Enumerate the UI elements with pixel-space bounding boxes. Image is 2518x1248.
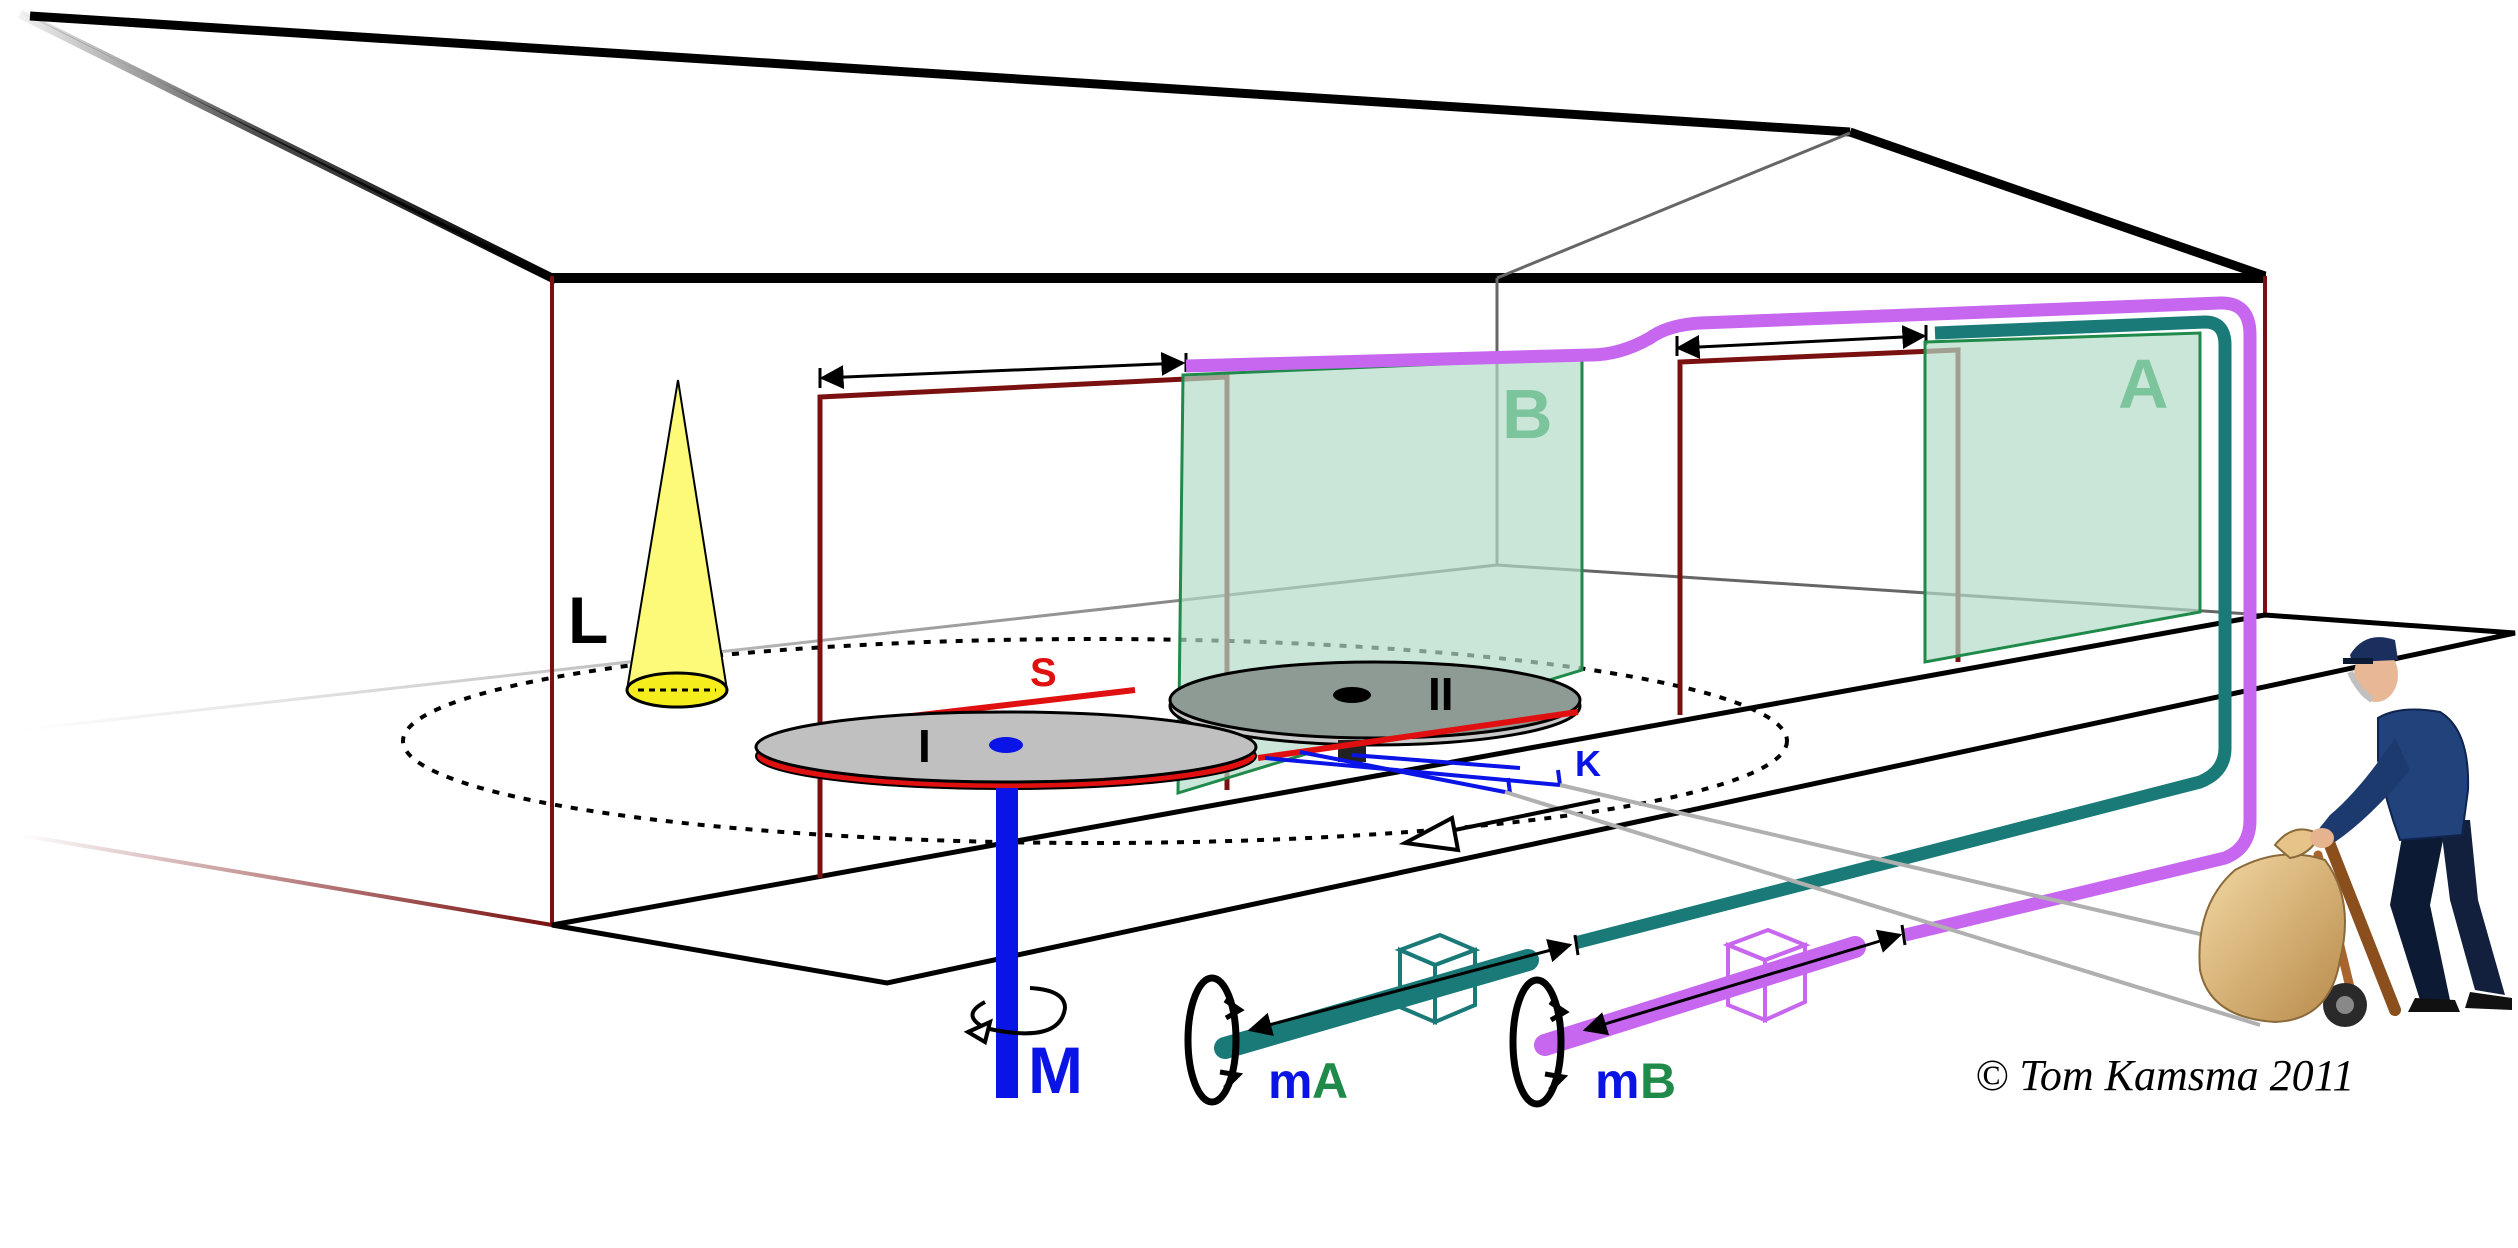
screen-a (1923, 331, 2202, 664)
motor-mb (1509, 927, 1866, 1108)
door-width-arrow-right (1675, 325, 1927, 359)
arm-s-lower (1257, 709, 1579, 761)
copyright-text: © Tom Kamsma 2011 (1975, 1051, 2354, 1100)
label-screen-a: A (2118, 345, 2169, 423)
ma-travel-arrow (1247, 938, 1573, 1037)
label-k: K (1575, 743, 1601, 784)
label-s: S (1030, 651, 1057, 695)
label-m: M (1028, 1033, 1083, 1107)
rotation-arrow-icon (963, 986, 1068, 1046)
label-disc-ii: II (1428, 668, 1454, 720)
label-mb-letter: B (1640, 1053, 1676, 1109)
door-frame-left (817, 374, 1230, 878)
platform (551, 612, 2516, 986)
door-width-arrow-left (819, 351, 1186, 390)
label-disc-i: I (918, 720, 931, 772)
disc-i (754, 710, 1258, 790)
label-ma-m: m (1268, 1053, 1312, 1109)
motor-ma (1184, 932, 1539, 1106)
guide-line-lower (1504, 790, 2261, 1027)
guide-line-upper (1559, 783, 2291, 957)
label-ma-letter: A (1312, 1053, 1348, 1109)
door-frame-right (1677, 347, 1961, 715)
light-cone (625, 379, 729, 709)
track-teal-upper (1573, 315, 2232, 950)
porter-with-hand-truck-icon (2198, 637, 2512, 1027)
label-mb-m: m (1595, 1053, 1639, 1109)
label-l: L (568, 583, 608, 657)
track-violet-upper (1185, 296, 2257, 942)
label-screen-b: B (1502, 375, 1553, 453)
orbit-path (401, 637, 1789, 845)
direction-arrow (1398, 798, 1601, 853)
mb-travel-arrow (1582, 929, 1903, 1036)
shaft-m (996, 788, 1018, 1098)
